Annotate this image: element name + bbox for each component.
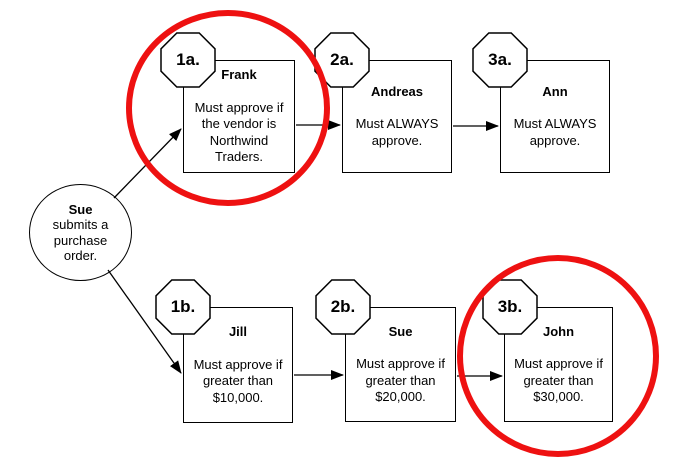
arrow-start-to-1a — [113, 128, 182, 199]
node-ann: Ann Must ALWAYS approve. — [500, 60, 610, 173]
node-condition: Must approve if greater than $10,000. — [193, 356, 283, 405]
step-badge-1b: 1b. — [170, 297, 196, 316]
node-condition: Must approve if greater than $30,000. — [514, 356, 603, 404]
node-condition: Must ALWAYS approve. — [513, 116, 597, 148]
node-name: Sue — [388, 323, 413, 339]
node-name: Andreas — [370, 83, 424, 99]
step-badge-2b: 2b. — [330, 297, 356, 316]
step-badge-3a: 3a. — [488, 50, 512, 69]
node-name: Frank — [221, 67, 257, 83]
step-badge-2a: 2a. — [330, 50, 354, 69]
start-circle: Sue submits a purchase order. — [29, 184, 132, 281]
node-name: John — [542, 323, 575, 339]
start-name: Sue — [68, 201, 93, 217]
node-name: Ann — [542, 83, 568, 99]
node-condition: Must approve if greater than $20,000. — [356, 356, 445, 404]
step-badge-3b: 3b. — [497, 297, 523, 316]
node-condition: Must ALWAYS approve. — [355, 116, 439, 148]
node-name: Jill — [228, 324, 248, 339]
start-description: submits a purchase order. — [52, 217, 109, 263]
node-condition: Must approve if the vendor is Northwind … — [194, 99, 284, 165]
step-badge-1a: 1a. — [176, 50, 200, 69]
